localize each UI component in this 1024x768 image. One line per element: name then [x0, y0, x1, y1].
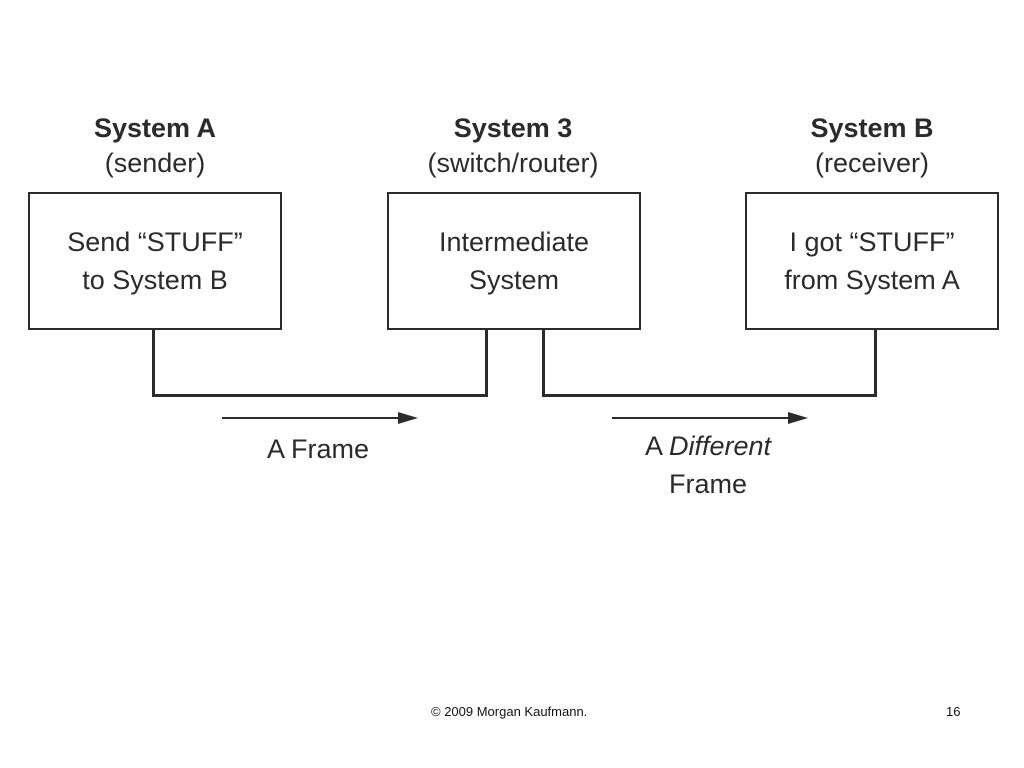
frame-arrow-1 [222, 412, 418, 424]
copyright-text: © 2009 Morgan Kaufmann. [431, 704, 588, 719]
system-b-box: I got “STUFF” from System A [745, 192, 999, 330]
system-3-line-1: Intermediate [438, 227, 590, 257]
system-b-line-2: from System A [784, 265, 960, 295]
frame-label-2-emphasis: Different [668, 431, 772, 461]
system-3-line-2: System [468, 265, 560, 295]
system-3-role: (switch/router) [427, 148, 599, 178]
frame-label-2-line-1: A Different [578, 427, 838, 465]
system-a-role: (sender) [104, 148, 206, 178]
system-a-box: Send “STUFF” to System B [28, 192, 282, 330]
system-a-title: System A [93, 113, 217, 143]
frame-label-2-prefix: A [644, 431, 669, 461]
frame-label-1: A Frame [266, 434, 370, 464]
system-b-line-1: I got “STUFF” [789, 227, 955, 257]
link-a-to-3 [152, 329, 488, 397]
link-3-to-b [542, 329, 877, 397]
system-a-line-2: to System B [82, 265, 228, 295]
system-3-box: Intermediate System [387, 192, 641, 330]
frame-arrow-2 [612, 412, 808, 424]
page-number: 16 [946, 704, 961, 719]
system-a-line-1: Send “STUFF” [67, 227, 243, 257]
system-3-title: System 3 [453, 113, 573, 143]
system-b-role: (receiver) [814, 148, 929, 178]
system-b-title: System B [810, 113, 934, 143]
frame-label-2-line-2: Frame [668, 469, 747, 499]
frame-label-2: A Different Frame [578, 427, 838, 503]
